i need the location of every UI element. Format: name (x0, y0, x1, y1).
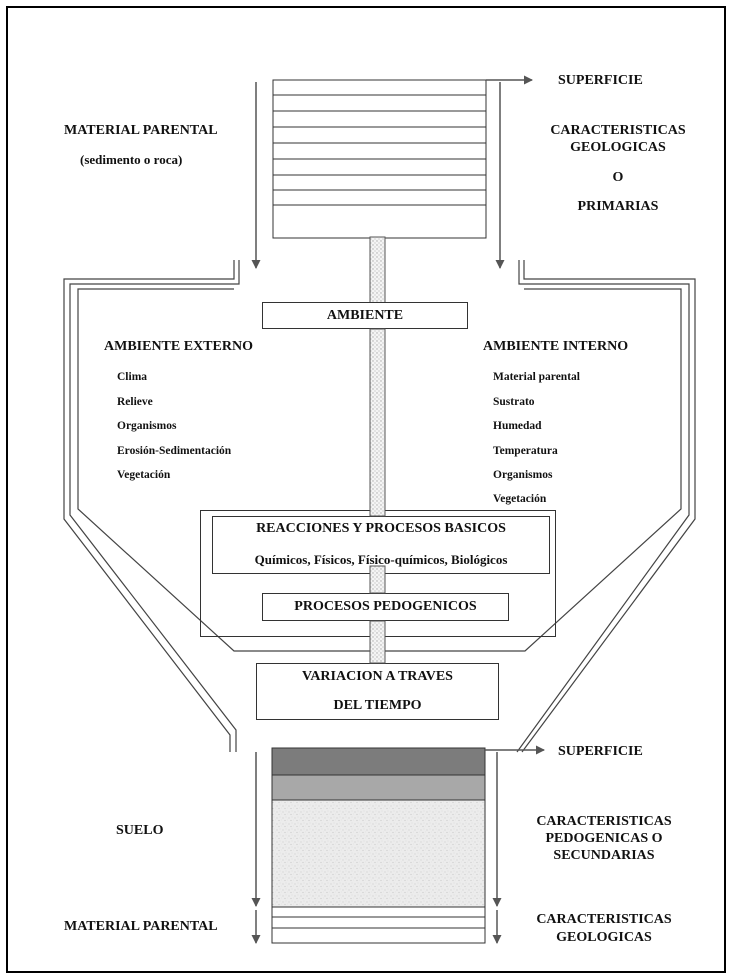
geologic-primary-line-4: PRIMARIAS (577, 199, 659, 214)
top-surface-label: SUPERFICIE (558, 73, 643, 88)
externo-item: Erosión-Sedimentación (117, 445, 232, 457)
soil-profile (271, 747, 486, 944)
pedogenic-secondary-line-3: SECUNDARIAS (553, 848, 655, 863)
externo-item: Vegetación (117, 469, 171, 481)
bottom-parent-material-label: MATERIAL PARENTAL (64, 919, 218, 934)
top-parent-material-subtitle: (sedimento o roca) (80, 152, 183, 167)
interno-item: Organismos (493, 469, 553, 481)
bottom-surface-label: SUPERFICIE (558, 744, 643, 759)
outer-frame (6, 6, 726, 973)
geologic-lower-line-1: CARACTERISTICAS (536, 912, 672, 927)
pedogenic-secondary-line-1: CARACTERISTICAS (536, 814, 672, 829)
interno-item: Humedad (493, 420, 542, 432)
procesos-pedogenicos-label: PROCESOS PEDOGENICOS (294, 599, 477, 614)
ambiente-externo-title: AMBIENTE EXTERNO (104, 339, 253, 354)
reacciones-subtitle: Químicos, Físicos, Físico-químicos, Biol… (254, 552, 508, 567)
interno-item: Vegetación (493, 493, 547, 505)
externo-item: Clima (117, 371, 148, 383)
geologic-primary-line-3: O (612, 170, 624, 185)
pedogenicos-box (262, 593, 509, 621)
interno-item: Sustrato (493, 396, 535, 408)
pedogenic-secondary-line-2: PEDOGENICAS O (545, 831, 663, 846)
ambiente-interno-title: AMBIENTE INTERNO (483, 339, 629, 354)
variacion-box (256, 663, 499, 720)
interno-item: Temperatura (493, 445, 558, 457)
variacion-line-2: DEL TIEMPO (333, 698, 422, 713)
interno-item: Material parental (493, 371, 580, 383)
externo-item: Organismos (117, 420, 177, 432)
geologic-primary-line-1: CARACTERISTICAS (550, 123, 686, 138)
reacciones-title: REACCIONES Y PROCESOS BASICOS (256, 521, 506, 536)
top-layer-stack (272, 79, 487, 239)
ambiente-label: AMBIENTE (326, 308, 404, 323)
soil-label: SUELO (116, 823, 164, 838)
externo-item: Relieve (117, 396, 153, 408)
variacion-line-1: VARIACION A TRAVES (302, 669, 453, 684)
top-parent-material-title: MATERIAL PARENTAL (64, 123, 218, 138)
geologic-primary-line-2: GEOLOGICAS (570, 140, 666, 155)
geologic-lower-line-2: GEOLOGICAS (556, 930, 652, 945)
ambiente-box (262, 302, 468, 329)
